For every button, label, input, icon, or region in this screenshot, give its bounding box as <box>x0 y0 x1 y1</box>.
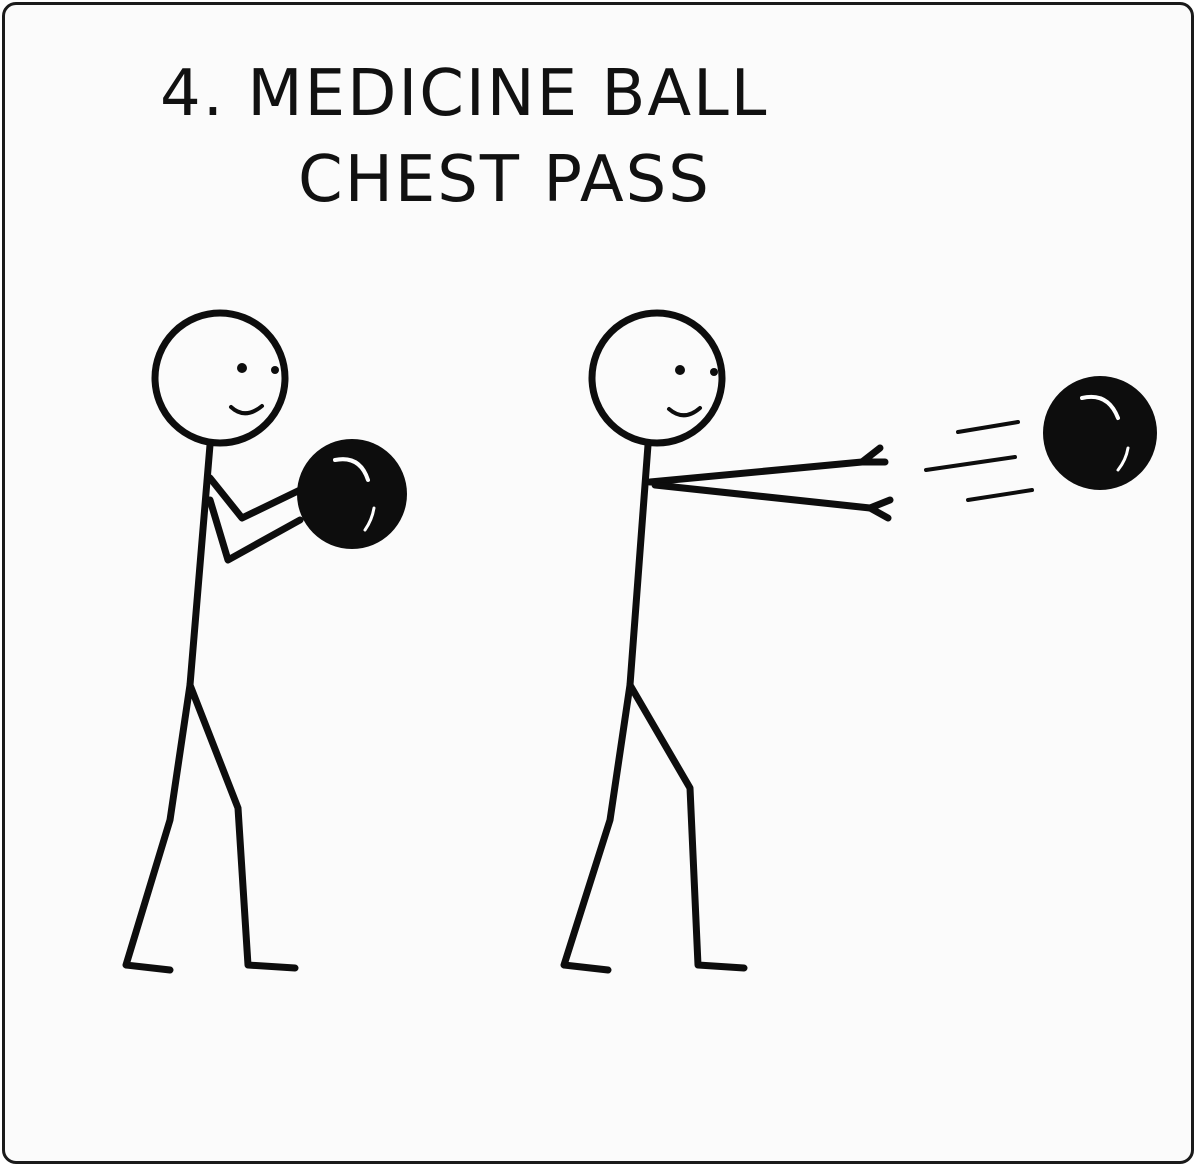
figure-1-eye <box>237 363 247 373</box>
medicine-ball-in-flight <box>924 376 1157 502</box>
figure-2-hand-lower <box>866 496 894 522</box>
figure-1-leg-front <box>186 681 299 972</box>
figure-2-arm-upper <box>646 458 866 486</box>
figure-2-leg-back <box>560 681 634 974</box>
ball-2-highlight <box>1080 395 1120 420</box>
figure-1-arm-upper <box>206 474 304 522</box>
medicine-ball-held <box>297 439 407 549</box>
figure-2-head <box>588 309 726 447</box>
ball-1-highlight-2 <box>363 506 376 532</box>
ball-1-highlight <box>333 457 370 482</box>
figure-2-arm-lower <box>651 481 874 512</box>
motion-line-3 <box>966 488 1034 502</box>
stick-figure-passing <box>560 309 894 974</box>
title-line-1: 4. MEDICINE BALL <box>160 57 769 131</box>
figure-1-ear <box>271 366 279 374</box>
figure-2-hand-upper <box>858 444 889 466</box>
title-line-2: CHEST PASS <box>298 143 711 217</box>
motion-line-2 <box>924 455 1017 472</box>
figure-2-eye <box>675 365 685 375</box>
stick-figure-holding-ball <box>122 309 407 974</box>
flying-ball <box>1043 376 1157 490</box>
figure-1-head <box>151 309 289 447</box>
figure-2-leg-front <box>626 681 748 972</box>
figure-2-torso <box>626 441 652 689</box>
figure-1-arm-lower <box>206 496 304 564</box>
motion-line-1 <box>956 420 1020 434</box>
figure-1-smile <box>229 404 264 416</box>
figure-2-ear <box>710 368 718 376</box>
ball-2-highlight-2 <box>1116 446 1130 472</box>
figure-1-leg-back <box>122 681 194 974</box>
figure-2-smile <box>667 406 702 418</box>
figure-1-torso <box>186 441 214 689</box>
